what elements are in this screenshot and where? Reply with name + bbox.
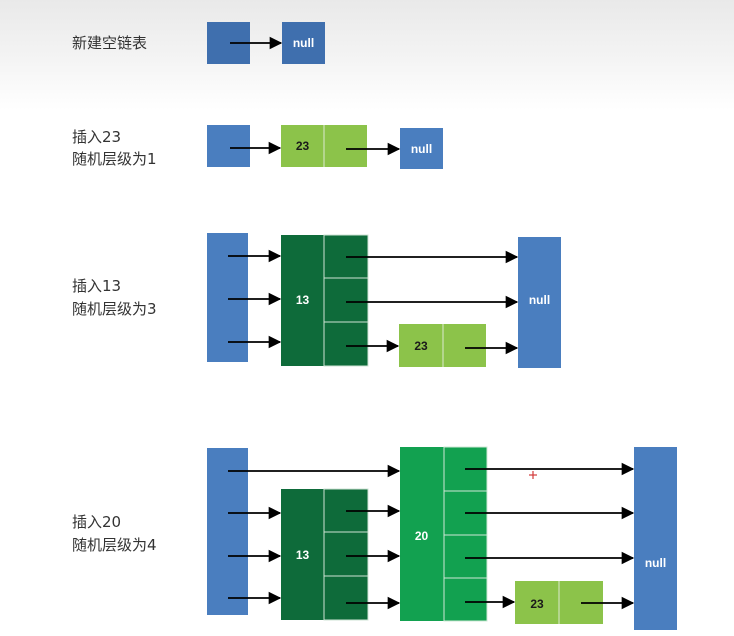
step3-node-13-body — [281, 235, 324, 366]
step3-diagram: 13 23 null — [207, 233, 561, 368]
step1-diagram: null — [207, 22, 325, 64]
cursor-crosshair-icon — [529, 471, 537, 479]
step4-node-20-body — [400, 447, 444, 621]
step3-null-label: null — [529, 293, 550, 307]
step3-subtitle: 随机层级为3 — [72, 300, 157, 318]
step3-head-node — [207, 233, 248, 362]
step3-null-node — [518, 237, 561, 368]
step2-node-23-label: 23 — [296, 139, 310, 153]
step4-node-20-level1 — [443, 577, 488, 622]
step3-node-13-level2 — [323, 277, 369, 323]
step3-node-23-label: 23 — [414, 339, 428, 353]
step4-null-node — [634, 447, 677, 630]
step1-null-node — [282, 22, 325, 64]
step2-null-node — [400, 128, 443, 169]
step4-subtitle: 随机层级为4 — [72, 536, 157, 554]
step3-node-13-level1 — [323, 321, 369, 367]
step4-title: 插入20 — [72, 513, 122, 531]
step1-title: 新建空链表 — [72, 34, 148, 52]
step2-head-node — [207, 125, 250, 167]
step2-title: 插入23 — [72, 128, 122, 146]
step4-node-13-level1 — [323, 575, 369, 621]
step4-diagram: 13 20 23 null — [207, 446, 677, 630]
step2-subtitle: 随机层级为1 — [72, 150, 157, 168]
step4-node-20-label: 20 — [415, 529, 429, 543]
step3-node-13-label: 13 — [296, 293, 310, 307]
step3-title: 插入13 — [72, 277, 122, 295]
step4-node-13-label: 13 — [296, 548, 310, 562]
step1-null-label: null — [293, 36, 314, 50]
step4-head-node — [207, 448, 248, 615]
step4-node-13-body — [281, 489, 324, 620]
step4-null-label: null — [645, 556, 666, 570]
step2-null-label: null — [411, 142, 432, 156]
step4-node-23-label: 23 — [530, 597, 544, 611]
step4-node-13-level2 — [323, 531, 369, 577]
step4-node-20-level2 — [443, 534, 488, 579]
step2-diagram: 23 null — [207, 125, 443, 169]
